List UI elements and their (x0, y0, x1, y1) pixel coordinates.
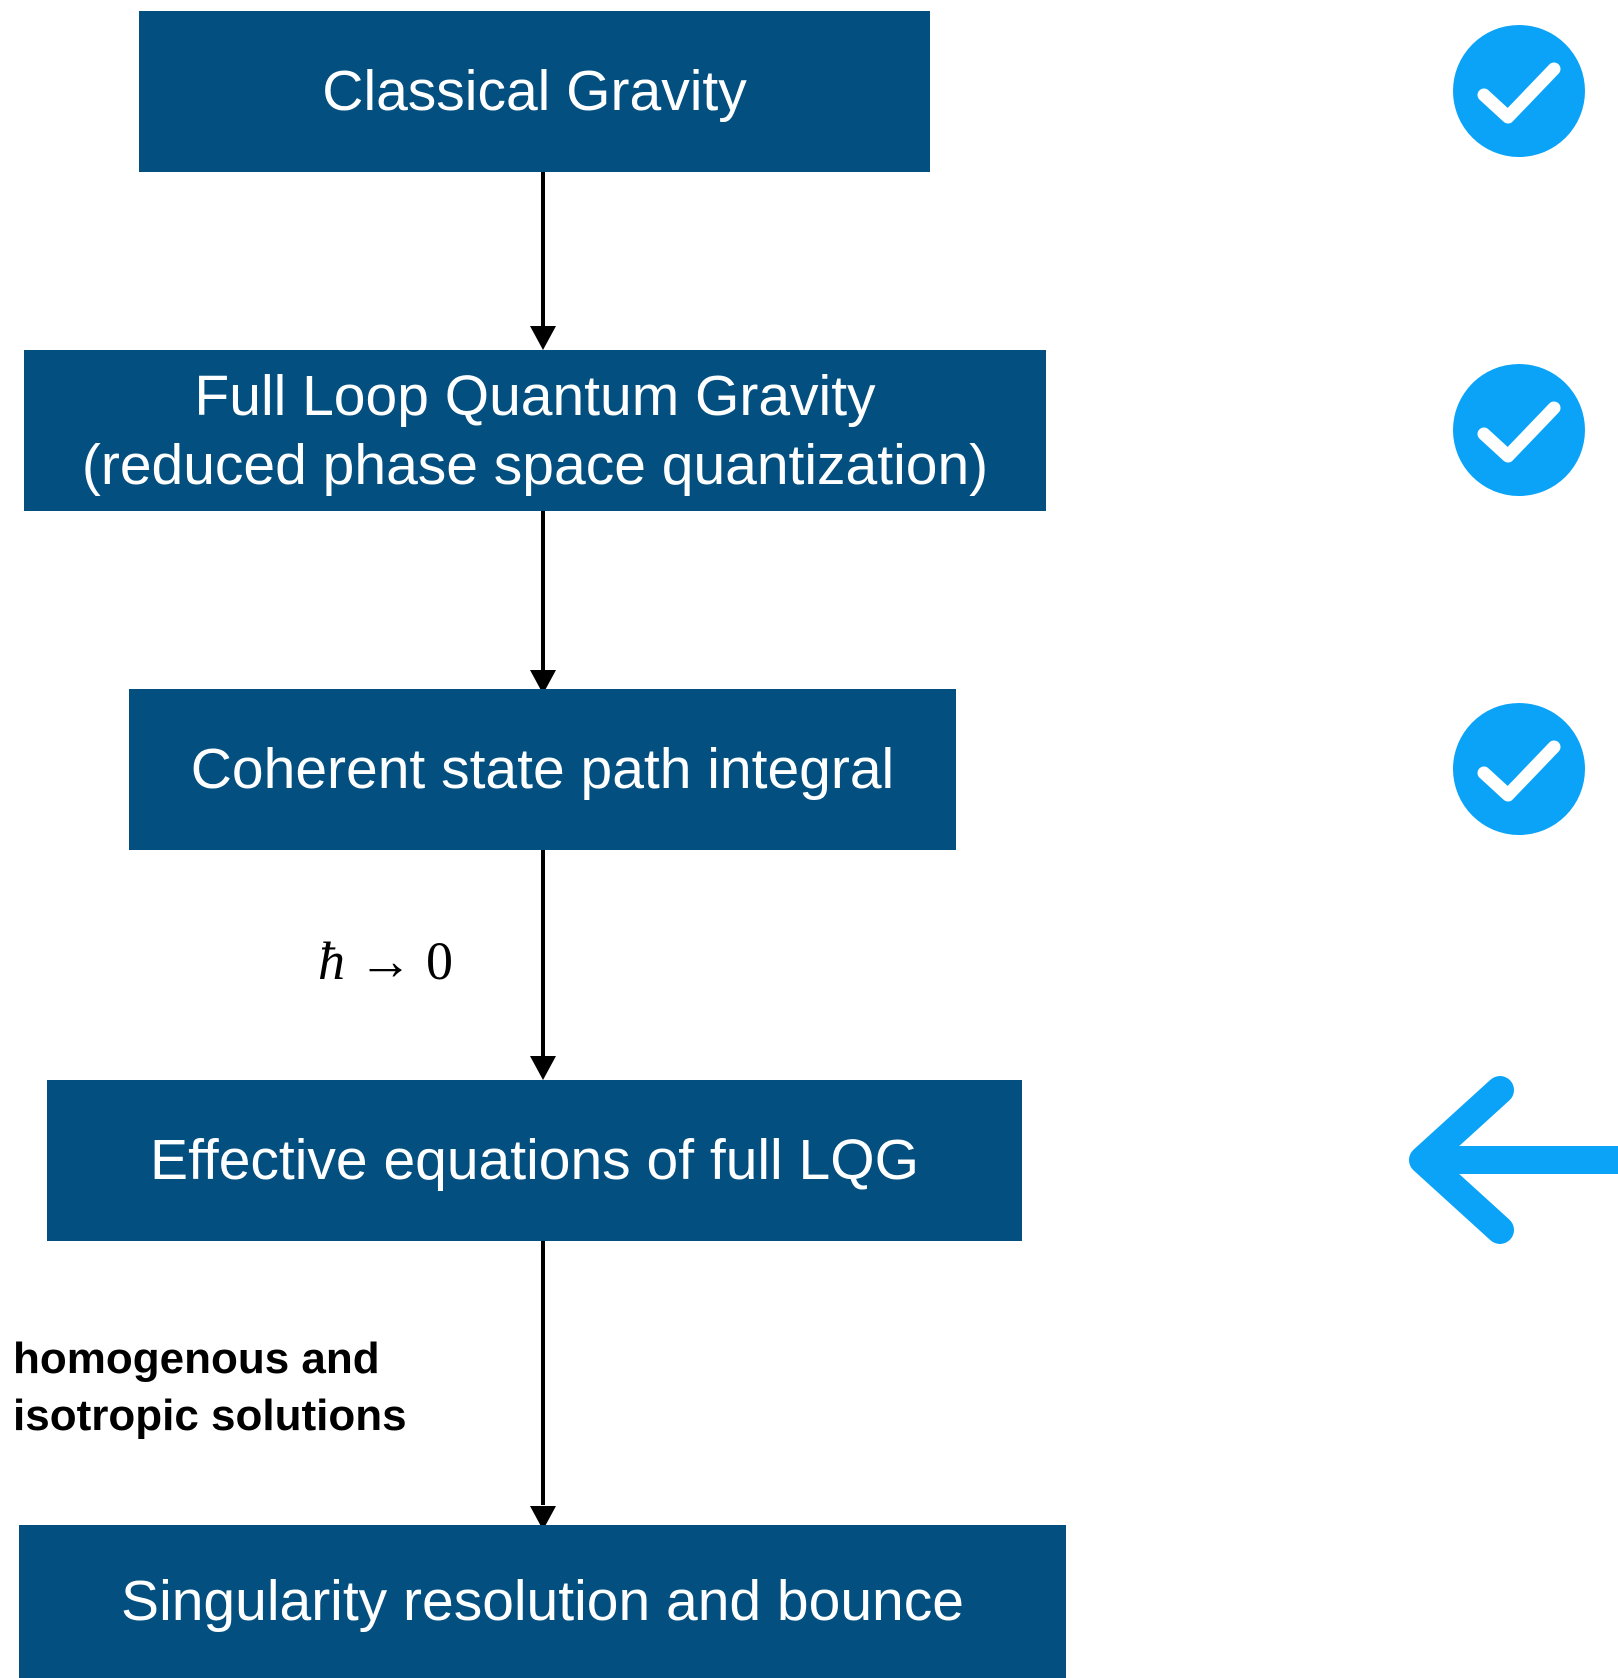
box-full-lqg: Full Loop Quantum Gravity (reduced phase… (24, 350, 1046, 511)
edge-label-hbar-limit: ħ → 0 (318, 930, 453, 992)
limit-value: 0 (426, 931, 453, 991)
box-full-lqg-sublabel: (reduced phase space quantization) (81, 432, 989, 497)
hbar-symbol: ħ (318, 931, 345, 991)
edge-label-homogeneous-line-2: isotropic solutions (13, 1391, 407, 1440)
box-coherent-state: Coherent state path integral (129, 689, 956, 850)
check-circle-icon (1453, 703, 1585, 835)
box-singularity-resolution: Singularity resolution and bounce (19, 1525, 1066, 1678)
arrowhead-1-2 (530, 326, 556, 350)
limit-arrow: → (358, 931, 413, 991)
arrow-left-icon (1409, 1076, 1618, 1244)
box-full-lqg-label: Full Loop Quantum Gravity (194, 364, 876, 429)
edge-label-homogeneous-line-1: homogenous and (13, 1334, 380, 1383)
box-coherent-state-label: Coherent state path integral (190, 737, 895, 802)
check-circle-icon (1453, 364, 1585, 496)
box-effective-equations-label: Effective equations of full LQG (150, 1128, 919, 1193)
arrowhead-3-4 (530, 1056, 556, 1080)
box-singularity-resolution-label: Singularity resolution and bounce (121, 1569, 964, 1634)
box-classical-gravity-label: Classical Gravity (322, 59, 747, 124)
edge-label-homogeneous: homogenous and isotropic solutions (13, 1330, 407, 1444)
check-circle-icon (1453, 25, 1585, 157)
box-effective-equations: Effective equations of full LQG (47, 1080, 1022, 1241)
box-classical-gravity: Classical Gravity (139, 11, 930, 172)
